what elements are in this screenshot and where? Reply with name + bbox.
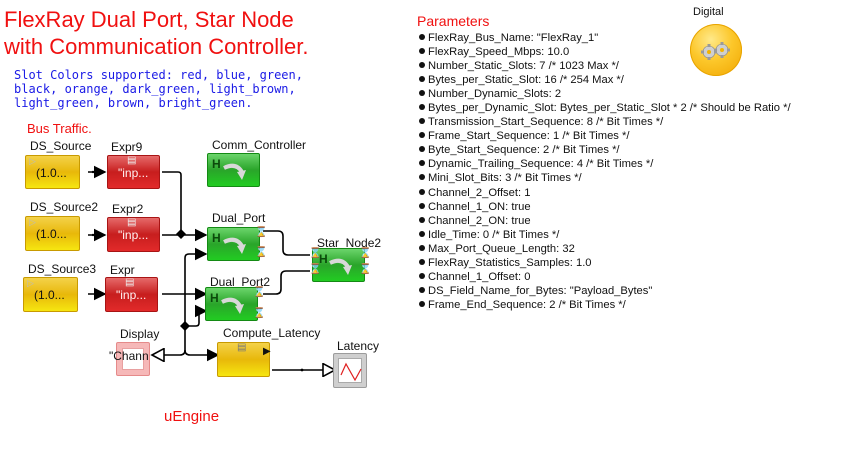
expr9-block[interactable]: ▤ "inp... — [107, 155, 160, 189]
parameter-item[interactable]: Idle_Time: 0 /* Bit Times */ — [419, 228, 791, 242]
star-node2-label: Star_Node2 — [317, 236, 382, 250]
comm-controller-block[interactable]: H — [207, 153, 260, 187]
port-icon[interactable]: ⌛ — [309, 264, 322, 275]
script-icon: ▤ — [237, 342, 247, 353]
h-glyph: H — [212, 231, 221, 245]
parameter-item[interactable]: Frame_End_Sequence: 2 /* Bit Times */ — [419, 298, 791, 312]
wire-to-compute-latency — [184, 348, 220, 362]
parameter-item[interactable]: FlexRay_Statistics_Samples: 1.0 — [419, 256, 791, 270]
h-glyph: H — [319, 252, 328, 266]
parameter-item[interactable]: Frame_Start_Sequence: 1 /* Bit Times */ — [419, 129, 791, 143]
port-icon[interactable]: ⌛ — [309, 248, 322, 259]
compute-latency-block[interactable]: ▤ ▶ — [217, 342, 271, 377]
play-icon: ▷ — [29, 217, 36, 227]
ds-source3-label: DS_Source3 — [28, 262, 97, 276]
parameter-item[interactable]: FlexRay_Speed_Mbps: 10.0 — [419, 45, 791, 59]
expr2-value: "inp... — [118, 228, 149, 242]
expr-block[interactable]: ▤ "inp... — [105, 277, 158, 312]
script-icon: ▤ — [127, 155, 137, 166]
expr-value: "inp... — [116, 288, 147, 302]
parameter-item[interactable]: FlexRay_Bus_Name: "FlexRay_1" — [419, 31, 791, 45]
parameter-item[interactable]: Number_Dynamic_Slots: 2 — [419, 87, 791, 101]
port-icon[interactable]: ⌛ — [359, 264, 372, 275]
dual-port-label: Dual_Port — [212, 211, 266, 225]
wire-junction-to-dual-port2-lower — [185, 304, 208, 327]
curved-arrow-icon — [221, 297, 244, 314]
comm-controller-label: Comm_Controller — [212, 138, 307, 152]
parameter-item[interactable]: Channel_2_ON: true — [419, 214, 791, 228]
ds-source3-block[interactable]: ▷ (1.0... — [23, 277, 78, 312]
parameter-item[interactable]: Byte_Start_Sequence: 2 /* Bit Times */ — [419, 143, 791, 157]
latency-label: Latency — [337, 339, 380, 353]
junction-node-1 — [176, 229, 186, 239]
script-icon: ▤ — [125, 277, 135, 288]
star-node2-block[interactable]: ⌛ ⌛ H ⌛ ⌛ — [309, 248, 371, 282]
expr-label: Expr — [110, 263, 135, 277]
parameter-item[interactable]: Channel_1_ON: true — [419, 200, 791, 214]
port-icon[interactable]: ⌛ — [253, 308, 266, 319]
parameter-item[interactable]: Channel_2_Offset: 1 — [419, 186, 791, 200]
port-icon[interactable]: ⌛ — [255, 227, 268, 238]
ds-source-value: (1.0... — [36, 166, 67, 180]
display-label: Display — [120, 327, 160, 341]
plot-wave-icon — [340, 362, 362, 382]
parameter-item[interactable]: Number_Static_Slots: 7 /* 1023 Max */ — [419, 59, 791, 73]
digital-label: Digital — [693, 6, 724, 18]
port-icon[interactable]: ⌛ — [255, 247, 268, 258]
parameters-title: Parameters — [417, 13, 490, 29]
port-icon[interactable]: ⌛ — [359, 248, 372, 259]
parameter-item[interactable]: DS_Field_Name_for_Bytes: "Payload_Bytes" — [419, 284, 791, 298]
h-glyph: H — [212, 157, 221, 171]
compute-latency-label: Compute_Latency — [223, 326, 321, 340]
parameter-item[interactable]: Bytes_per_Dynamic_Slot: Bytes_per_Static… — [419, 101, 791, 115]
expr2-label: Expr2 — [112, 202, 144, 216]
play-icon: ▷ — [29, 156, 36, 166]
curved-arrow-icon — [329, 258, 352, 275]
wire-to-display — [152, 350, 186, 355]
wire-dual-port-to-star-node2 — [263, 230, 310, 256]
script-icon: ▤ — [127, 217, 137, 228]
port-icon[interactable]: ⌛ — [253, 287, 266, 298]
parameter-item[interactable]: Dynamic_Trailing_Sequence: 4 /* Bit Time… — [419, 157, 791, 171]
parameter-item[interactable]: Transmission_Start_Sequence: 8 /* Bit Ti… — [419, 115, 791, 129]
dual-port-block[interactable]: H ⌛ ⌛ — [207, 227, 267, 261]
gears-icon — [701, 42, 730, 60]
parameter-item[interactable]: Channel_1_Offset: 0 — [419, 270, 791, 284]
ds-source-block[interactable]: ▷ (1.0... — [25, 155, 80, 189]
ds-source2-label: DS_Source2 — [30, 200, 99, 214]
wire-loop-to-dual-port — [184, 247, 208, 350]
parameter-item[interactable]: Max_Port_Queue_Length: 32 — [419, 242, 791, 256]
h-glyph: H — [210, 291, 219, 305]
display-value: "Chann — [109, 349, 149, 363]
dual-port2-block[interactable]: H ⌛ ⌛ — [205, 287, 265, 321]
latency-plot-block[interactable] — [333, 353, 367, 388]
ds-source3-value: (1.0... — [34, 288, 65, 302]
wire-expr9-to-junction — [162, 171, 182, 234]
expr2-block[interactable]: ▤ "inp... — [107, 217, 160, 252]
curved-arrow-icon — [223, 237, 246, 254]
display-block[interactable]: "Chann — [109, 342, 150, 376]
expr9-value: "inp... — [118, 166, 149, 180]
diagram-title: FlexRay Dual Port, Star Node with Commun… — [4, 6, 308, 60]
digital-block[interactable] — [690, 24, 742, 76]
bus-traffic-label: Bus Traffic. — [27, 121, 92, 136]
parameter-item[interactable]: Bytes_per_Static_Slot: 16 /* 254 Max */ — [419, 73, 791, 87]
title-line-1: FlexRay Dual Port, Star Node — [4, 7, 294, 32]
junction-node-2 — [180, 321, 190, 331]
ds-source2-value: (1.0... — [36, 227, 67, 241]
dual-port2-label: Dual_Port2 — [210, 275, 271, 289]
uengine-label: uEngine — [164, 408, 220, 425]
slot-colors-note: Slot Colors supported: red, blue, green,… — [14, 68, 303, 110]
curved-arrow-icon — [223, 163, 246, 180]
title-line-2: with Communication Controller. — [4, 34, 309, 59]
parameters-list: FlexRay_Bus_Name: "FlexRay_1" FlexRay_Sp… — [419, 31, 791, 312]
ds-source-label: DS_Source — [30, 139, 92, 153]
parameter-item[interactable]: Mini_Slot_Bits: 3 /* Bit Times */ — [419, 171, 791, 185]
ds-source2-block[interactable]: ▷ (1.0... — [25, 216, 80, 251]
expr9-label: Expr9 — [111, 140, 143, 154]
output-port-icon[interactable]: ▶ — [263, 346, 271, 357]
play-icon: ▷ — [27, 278, 34, 288]
wire-dual-port2-to-star-node2 — [263, 270, 310, 295]
